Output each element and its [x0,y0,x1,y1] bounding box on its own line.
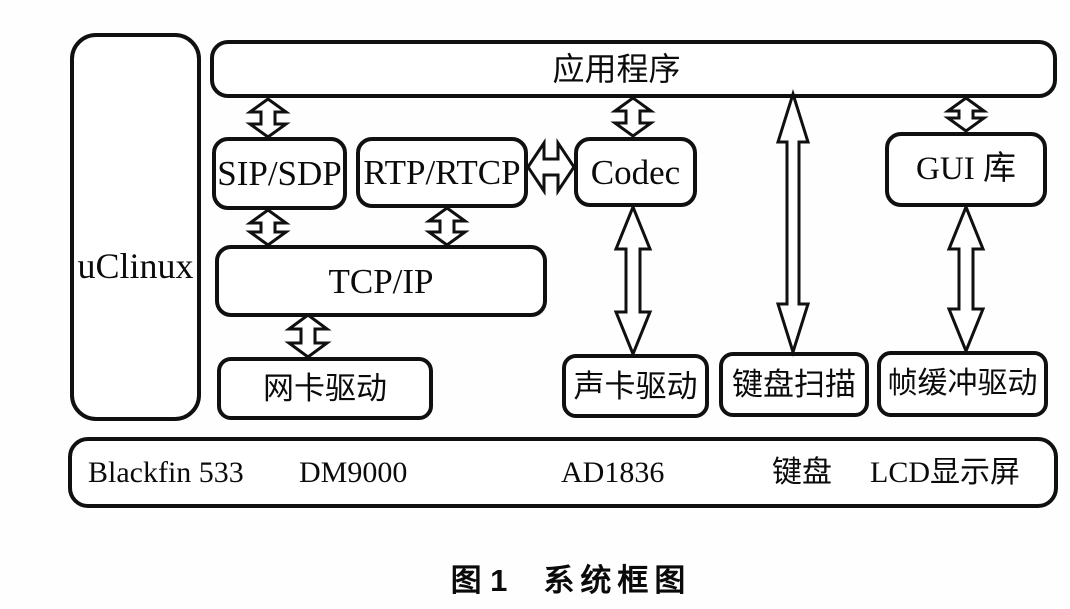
hardware-keyboard-label: 键盘 [772,455,832,489]
node-nic-driver: 网卡驱动 [217,357,433,420]
arrow-tcp_ip-nic_driver [284,313,332,359]
figure-caption: 图 1 系统框图 [0,555,1070,600]
node-framebuffer-driver: 帧缓冲驱动 [877,351,1048,417]
node-sip-sdp: SIP/SDP [212,137,347,210]
node-application: 应用程序 [210,40,1057,98]
node-sound-card-driver: 声卡驱动 [562,354,709,418]
hardware-lcd-label: LCD显示屏 [870,455,1020,489]
node-uclinux: uClinux [70,33,201,421]
arrow-application-gui_lib [943,96,989,133]
arrow-application-keyboard_scan [775,88,811,358]
hardware-audio-codec-label: AD1836 [561,455,665,489]
arrow-rtp_rtcp-tcp_ip [424,206,470,247]
arrow-rtp_rtcp-codec [526,138,576,196]
figure-number: 图 1 [450,563,508,598]
arrow-sip_sdp-tcp_ip [245,208,291,247]
node-keyboard-scan: 键盘扫描 [719,352,869,417]
node-rtp-rtcp: RTP/RTCP [356,137,528,208]
hardware-layer-bar: Blackfin 533 DM9000 AD1836 键盘 LCD显示屏 [68,437,1058,508]
hardware-cpu-label: Blackfin 533 [88,455,244,489]
node-tcp-ip: TCP/IP [215,245,547,317]
figure-title: 系统框图 [543,563,692,598]
hardware-ethernet-chip-label: DM9000 [299,455,408,489]
node-gui-library: GUI 库 [885,132,1047,207]
arrow-codec-sound_driver [613,203,653,358]
arrow-application-codec [610,96,656,138]
arrow-application-sip_sdp [245,97,291,139]
arrow-gui_lib-framebuffer_driver [946,203,986,355]
node-codec: Codec [574,137,697,207]
